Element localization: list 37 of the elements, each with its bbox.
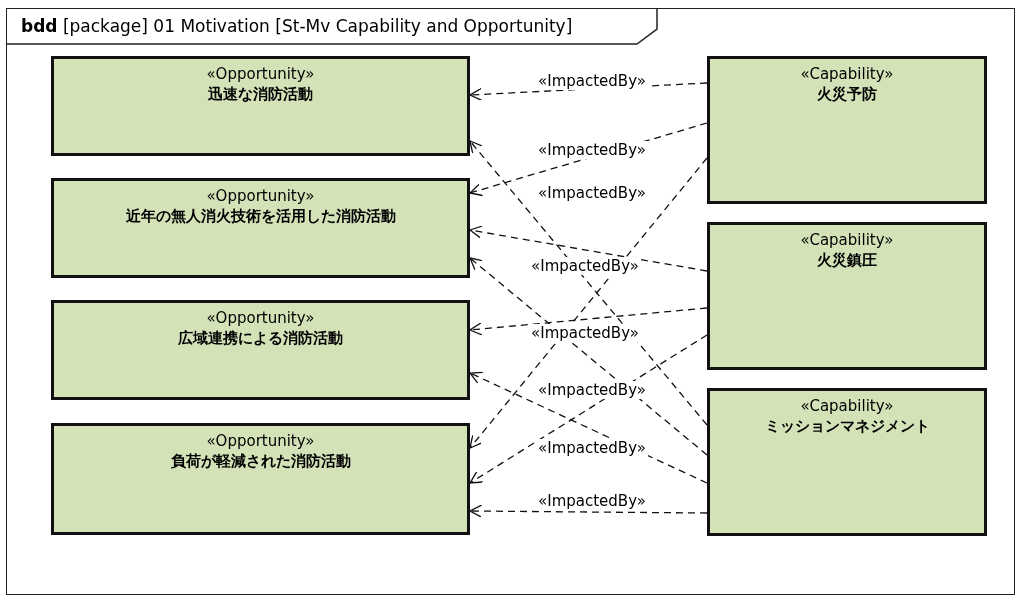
block-box: [707, 56, 987, 204]
block-name: ミッションマネジメント: [763, 417, 931, 436]
dependency-arrow: [469, 334, 708, 484]
dependency-arrow: [469, 371, 708, 484]
dependency-arrow: [469, 307, 708, 336]
dependency-arrow: [469, 257, 708, 456]
block-name: 火災予防: [816, 85, 878, 104]
block-name: 負荷が軽減された消防活動: [169, 452, 352, 471]
block-box: [707, 388, 987, 536]
block-box: [51, 300, 470, 400]
block-box: [51, 423, 470, 535]
dependency-arrow: [469, 225, 708, 272]
frame-title: bdd [package] 01 Motivation [St-Mv Capability and Opportunity]: [21, 16, 573, 36]
stereotype-label: «Opportunity»: [205, 309, 316, 327]
block-name: 火災鎮圧: [816, 251, 878, 270]
edge-label: «ImpactedBy»: [536, 381, 648, 399]
edge-label: «ImpactedBy»: [536, 439, 648, 457]
stereotype-label: «Opportunity»: [205, 65, 316, 83]
block-name: 迅速な消防活動: [207, 85, 314, 104]
edge-label: «ImpactedBy»: [536, 492, 648, 510]
block-name: 近年の無人消火技術を活用した消防活動: [124, 207, 397, 226]
edge-label: «ImpactedBy»: [529, 324, 641, 342]
block-name: 広域連携による消防活動: [177, 329, 344, 348]
block-box: [707, 222, 987, 370]
edge-label: «ImpactedBy»: [536, 72, 648, 90]
stereotype-label: «Opportunity»: [205, 432, 316, 450]
block-box: [51, 178, 470, 278]
stereotype-label: «Capability»: [799, 231, 895, 249]
stereotype-label: «Opportunity»: [205, 187, 316, 205]
stereotype-label: «Capability»: [799, 65, 895, 83]
dependency-arrow: [469, 504, 708, 518]
edge-label: «ImpactedBy»: [536, 184, 648, 202]
edge-label: «ImpactedBy»: [529, 257, 641, 275]
package-frame: [6, 8, 1015, 595]
stereotype-label: «Capability»: [799, 397, 895, 415]
edge-label: «ImpactedBy»: [536, 141, 648, 159]
block-box: [51, 56, 470, 156]
